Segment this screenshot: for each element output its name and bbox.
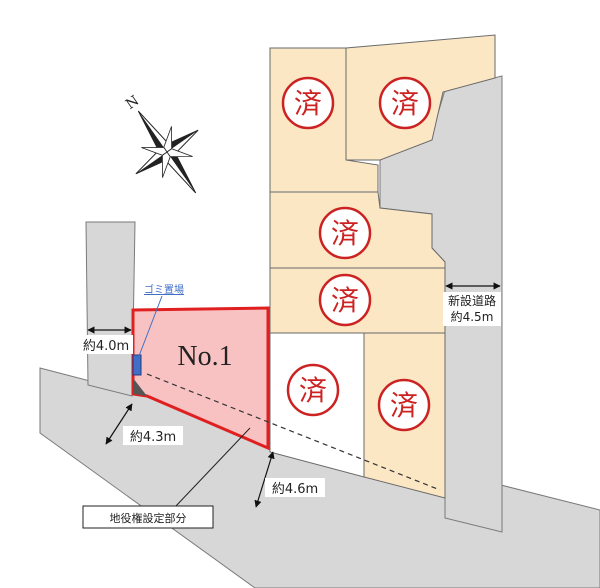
sold-stamp-e: 済 (286, 363, 340, 417)
svg-text:済: 済 (299, 374, 327, 407)
sold-stamp-c: 済 (318, 206, 372, 260)
svg-text:済: 済 (331, 217, 359, 250)
west-road-width-label: 約4.0m (83, 339, 129, 354)
sold-stamp-f: 済 (377, 378, 431, 432)
lot-label: No.1 (177, 341, 232, 372)
sold-stamp-b: 済 (378, 76, 432, 130)
svg-text:済: 済 (294, 87, 322, 120)
svg-text:済: 済 (390, 389, 418, 422)
front-road-width-label-1: 約4.3m (130, 430, 176, 445)
sold-stamp-d: 済 (318, 273, 372, 327)
easement-label: 地役権設定部分 (110, 511, 187, 525)
svg-text:済: 済 (331, 284, 359, 317)
sold-stamp-a: 済 (281, 76, 335, 130)
garbage-area (132, 354, 142, 376)
easement-line (146, 373, 441, 491)
front-road-dim-1 (105, 403, 133, 445)
easement-box (82, 505, 214, 529)
easement-leader (174, 427, 251, 508)
garbage-label: ゴミ置場 (144, 283, 184, 296)
garbage-leader (138, 295, 163, 357)
front-road-width-label-2: 約4.6m (272, 482, 318, 497)
front-road-dim-2 (254, 451, 275, 508)
compass-icon: N (123, 93, 199, 194)
new-road-label: 新設道路 (448, 293, 496, 308)
corner-cut (133, 378, 147, 396)
west-road (85, 221, 136, 397)
sold-stamps: 済 済 済 済 済 済 (281, 76, 432, 432)
north-label: N (123, 93, 142, 113)
new-road-width-label: 約4.5m (451, 309, 494, 324)
svg-text:済: 済 (391, 87, 419, 120)
